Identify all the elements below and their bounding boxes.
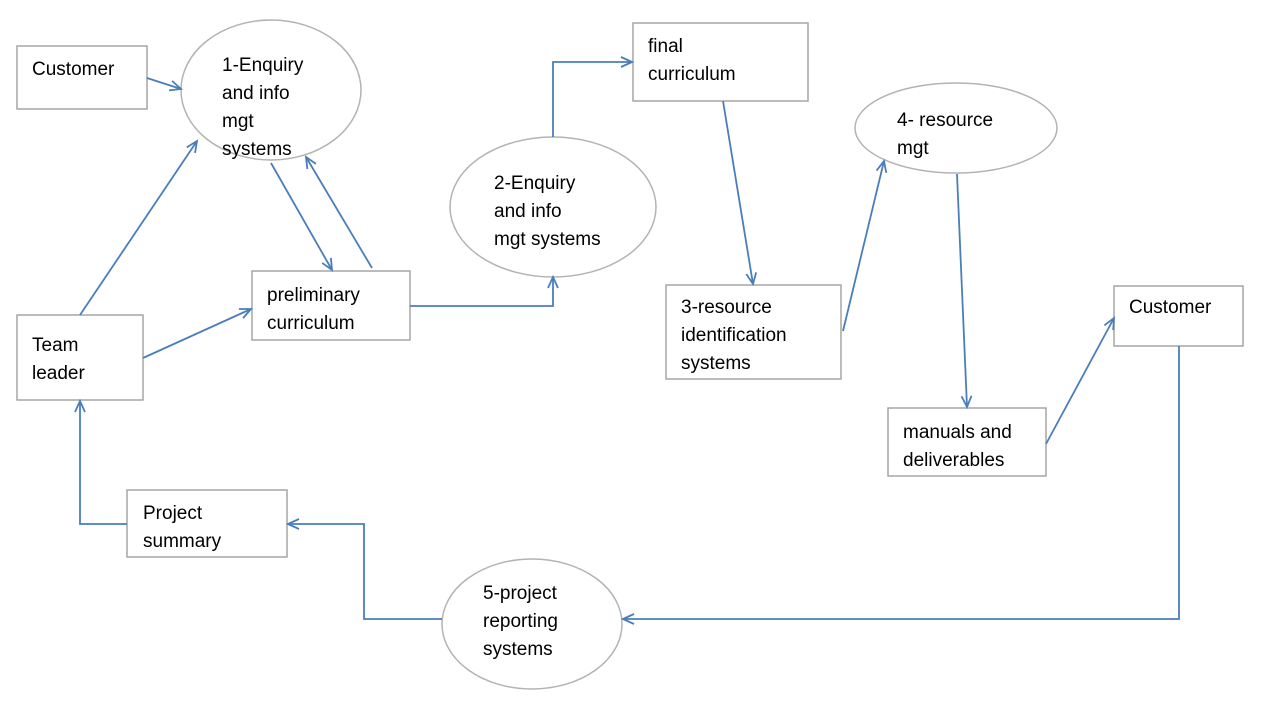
manuals-deliverables-line-2: deliverables <box>903 450 1004 471</box>
enquiry-2-line-1: 2-Enquiry <box>494 173 576 194</box>
arrow-team-leader-to-preliminary <box>142 309 251 359</box>
arrow-customer-to-enquiry-1 <box>146 77 181 89</box>
customer-right-line-1: Customer <box>1129 297 1212 318</box>
project-reporting-5-line-1: 5-project <box>483 583 558 604</box>
final-curriculum-line-2: curriculum <box>648 64 736 85</box>
team-leader-box <box>16 314 144 401</box>
manuals-deliverables-label: manuals and deliverables <box>903 422 1017 471</box>
arrow-project-reporting-to-project-summary <box>288 524 442 620</box>
resource-mgt-4-ellipse <box>854 82 1058 174</box>
arrow-resource-mgt-to-manuals <box>956 173 967 407</box>
resource-identification-3-label: 3-resource identification systems <box>681 297 792 374</box>
project-summary-line-1: Project <box>143 503 203 524</box>
project-reporting-5-line-3: systems <box>483 639 553 660</box>
resource-identification-3-line-2: identification <box>681 325 787 346</box>
team-leader-label: Team leader <box>32 335 85 384</box>
enquiry-1-line-1: 1-Enquiry <box>222 55 304 76</box>
manuals-deliverables-box <box>887 407 1047 477</box>
resource-identification-3-line-1: 3-resource <box>681 297 772 318</box>
manuals-deliverables-line-1: manuals and <box>903 422 1012 443</box>
arrow-preliminary-to-enquiry-1 <box>306 157 373 269</box>
enquiry-2-label: 2-Enquiry and info mgt systems <box>494 173 601 250</box>
project-summary-line-2: summary <box>143 531 222 552</box>
enquiry-2-line-3: mgt systems <box>494 229 601 250</box>
enquiry-1-line-4: systems <box>222 139 292 160</box>
team-leader-line-1: Team <box>32 335 78 356</box>
arrow-customer-right-to-project-reporting <box>623 346 1180 619</box>
resource-mgt-4-line-1: 4- resource <box>897 110 993 131</box>
team-leader-line-2: leader <box>32 363 85 384</box>
preliminary-curriculum-line-2: curriculum <box>267 313 355 334</box>
project-summary-label: Project summary <box>143 503 222 552</box>
arrow-resource-identification-to-resource-mgt <box>842 161 884 332</box>
customer-top-line-1: Customer <box>32 59 115 80</box>
project-reporting-5-line-2: reporting <box>483 611 558 632</box>
arrow-preliminary-to-enquiry-2 <box>410 277 553 307</box>
final-curriculum-label: final curriculum <box>648 36 736 85</box>
preliminary-curriculum-box <box>251 270 411 341</box>
arrow-project-summary-to-team-leader <box>80 401 127 525</box>
enquiry-2-line-2: and info <box>494 201 562 222</box>
resource-identification-3-line-3: systems <box>681 353 751 374</box>
enquiry-1-label: 1-Enquiry and info mgt systems <box>222 55 309 160</box>
resource-identification-3-box <box>665 284 842 380</box>
final-curriculum-line-1: final <box>648 36 683 57</box>
customer-top-box <box>16 45 148 110</box>
final-curriculum-box <box>632 22 809 102</box>
customer-right-label: Customer <box>1129 297 1212 318</box>
arrow-final-curriculum-to-resource-identification <box>722 100 753 284</box>
arrow-manuals-to-customer-right <box>1045 318 1114 445</box>
resource-mgt-4-label: 4- resource mgt <box>897 110 998 159</box>
preliminary-curriculum-label: preliminary curriculum <box>267 285 365 334</box>
resource-mgt-4-line-2: mgt <box>897 138 929 159</box>
arrow-enquiry-1-to-preliminary <box>270 162 332 270</box>
enquiry-1-line-2: and info <box>222 83 290 104</box>
project-reporting-5-label: 5-project reporting systems <box>483 583 563 660</box>
preliminary-curriculum-line-1: preliminary <box>267 285 360 306</box>
arrow-team-leader-to-enquiry-1 <box>79 141 197 316</box>
arrow-enquiry-2-to-final-curriculum <box>552 62 632 137</box>
project-summary-box <box>126 489 288 558</box>
enquiry-1-line-3: mgt <box>222 111 254 132</box>
customer-top-label: Customer <box>32 59 115 80</box>
